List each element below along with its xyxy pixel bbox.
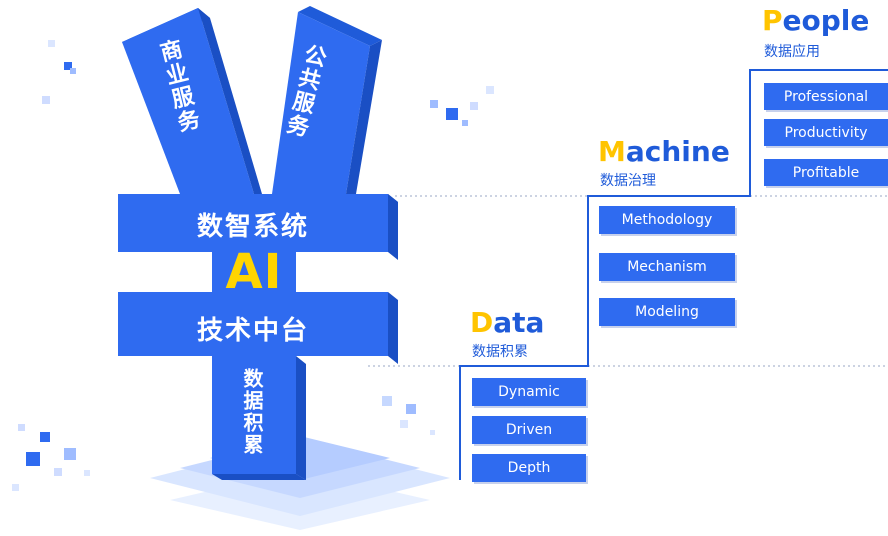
tag-depth: Depth — [472, 454, 586, 482]
tag-dynamic: Dynamic — [472, 378, 586, 406]
stage-people-subtitle: 数据应用 — [764, 44, 820, 60]
tag-methodology: Methodology — [599, 206, 735, 234]
stair-lines — [368, 69, 888, 480]
yen-ai-label: AI — [225, 244, 283, 300]
decor-squares — [12, 40, 494, 491]
yen-bar-bottom — [118, 292, 398, 364]
tag-profitable: Profitable — [764, 159, 888, 186]
stage-data-rest: ata — [493, 306, 545, 339]
stage-machine-title: Machine — [598, 137, 730, 167]
stage-people-title: People — [762, 6, 869, 36]
yen-stem — [212, 356, 306, 480]
yen-stem-label: 数据积累 — [240, 368, 264, 456]
tag-driven: Driven — [472, 416, 586, 444]
stage-machine-initial: M — [598, 135, 626, 168]
stage-machine-subtitle: 数据治理 — [600, 173, 656, 189]
stage-data-initial: D — [470, 306, 494, 339]
yen-left-arm — [122, 8, 262, 194]
tag-mechanism: Mechanism — [599, 253, 735, 281]
tag-professional: Professional — [764, 83, 888, 110]
yen-right-arm — [272, 6, 382, 194]
yen-bar-top — [118, 194, 398, 260]
yen-bar2-label: 技术中台 — [196, 316, 309, 346]
yen-bar1-label: 数智系统 — [196, 212, 309, 242]
tag-productivity: Productivity — [764, 119, 888, 146]
yen-center — [212, 252, 296, 292]
tag-modeling: Modeling — [599, 298, 735, 326]
stage-people-rest: eople — [782, 4, 870, 37]
stage-data-subtitle: 数据积累 — [472, 344, 528, 360]
stage-machine-rest: achine — [625, 135, 730, 168]
stage-data-title: Data — [470, 308, 544, 338]
stage-people-initial: P — [762, 4, 783, 37]
